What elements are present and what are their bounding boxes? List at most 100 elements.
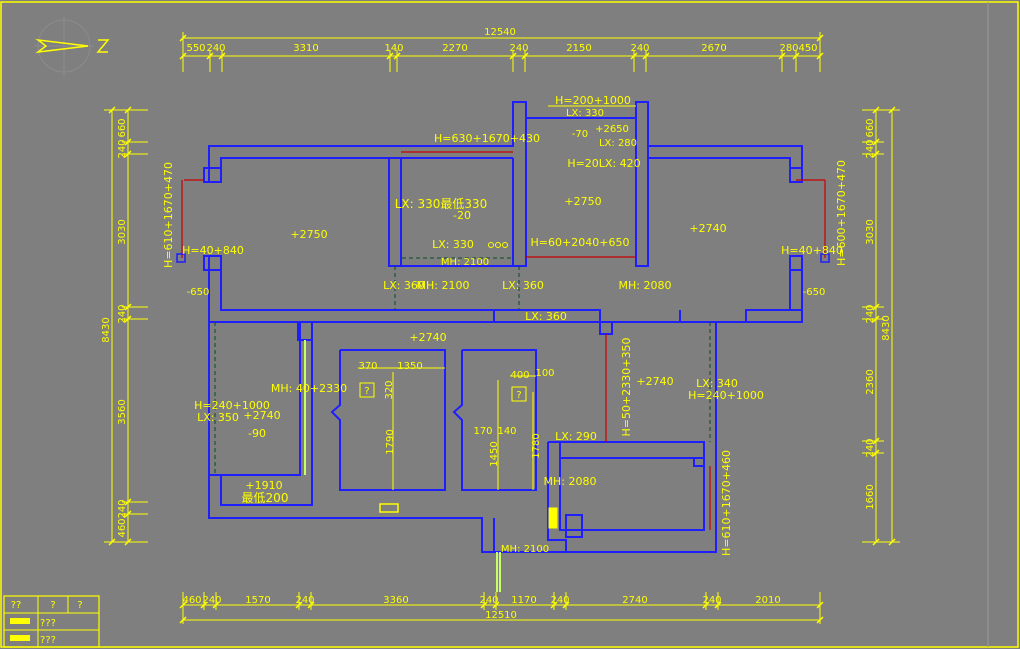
- label-minus650-left: -650: [187, 287, 210, 298]
- label-370: 370: [358, 361, 377, 372]
- dim-right-seg: 2360: [865, 369, 876, 394]
- legend-header: ?: [50, 600, 55, 611]
- label-lx330-min: LX: 330最低330: [395, 197, 488, 211]
- dim-top-seg: 2150: [566, 43, 591, 54]
- label-lx: LX: 330: [566, 108, 604, 119]
- label-h-240-right: H=240+1000: [688, 389, 764, 402]
- dim-right-seg: 3030: [865, 219, 876, 244]
- plan-annotations: H=200+1000 LX: 330 H=630+1670+430 -70 +2…: [162, 94, 848, 556]
- dim-right-seg: 1660: [865, 484, 876, 509]
- label-mh-2080-b: MH: 2080: [544, 475, 597, 488]
- label-lx-280: LX: 280: [599, 138, 637, 149]
- door-lines: [304, 340, 558, 592]
- dim-right-seg: 240: [865, 438, 876, 457]
- label-q: ?: [364, 386, 369, 397]
- dim-top-seg: 240: [630, 43, 649, 54]
- dim-bottom-seg: 240: [295, 595, 314, 606]
- label-minus90: -90: [248, 427, 266, 440]
- label-plus1910: +1910: [245, 479, 282, 492]
- label-plus2740: +2740: [689, 222, 726, 235]
- legend-table: ?? ? ? ??? ???: [3, 595, 100, 648]
- dim-top-seg: 2670: [701, 43, 726, 54]
- label-mh-2100-b: MH: 2100: [417, 279, 470, 292]
- legend-swatch: [10, 635, 30, 641]
- dim-bottom-total: 12510: [485, 610, 517, 621]
- fixture-dots: [488, 242, 508, 248]
- dim-top-seg: 140: [384, 43, 403, 54]
- legend-row-label: ???: [40, 618, 56, 629]
- label-mh-2080: MH: 2080: [619, 279, 672, 292]
- dim-top-seg: 280: [779, 43, 798, 54]
- label-plus2740-b: +2740: [409, 331, 446, 344]
- dim-top-seg: 450: [798, 43, 817, 54]
- dim-bottom-seg: 1570: [245, 595, 270, 606]
- label-h-610-right: H=610+1670+460: [720, 450, 733, 556]
- label-h-40-840: H=40+840: [182, 244, 244, 257]
- label-h-left: H=610+1670+470: [162, 162, 175, 268]
- label-h-top: H=200+1000: [555, 94, 631, 107]
- dim-top-seg: 2270: [442, 43, 467, 54]
- annotation-leaders: [358, 367, 536, 490]
- label-lx-350: LX: 350: [197, 411, 239, 424]
- bottom-dimension-chain: 460 240 1570 240 3360 240 1170 240 2740 …: [179, 592, 824, 624]
- dim-bottom-seg: 240: [702, 595, 721, 606]
- label-lx-340: LX: 340: [696, 377, 738, 390]
- dim-bottom-seg: 1170: [511, 595, 536, 606]
- dim-left-seg: 240: [117, 139, 128, 158]
- label-lx330-b: LX: 330: [432, 238, 474, 251]
- label-minus70: -70: [572, 129, 588, 140]
- label-h-50: H=50+2330+350: [620, 338, 633, 437]
- label-mh-2100-c: MH: 2100: [501, 544, 549, 555]
- legend-header: ?: [77, 600, 82, 611]
- dim-top-seg: 240: [509, 43, 528, 54]
- label-mh-40: MH: 40+2330: [271, 382, 347, 395]
- label-plus2650: +2650: [595, 124, 629, 135]
- dim-top-seg: 240: [206, 43, 225, 54]
- dim-right-seg: 660: [865, 118, 876, 137]
- walls: [203, 101, 803, 553]
- dim-right-seg: 240: [865, 304, 876, 323]
- label-140: 140: [497, 426, 516, 437]
- legend-row-label: ???: [40, 635, 56, 646]
- dim-bottom-seg: 240: [550, 595, 569, 606]
- dim-bottom-seg: 2010: [755, 595, 780, 606]
- dim-bottom-seg: 2740: [622, 595, 647, 606]
- fixture-box: [359, 382, 375, 398]
- window-lines: [176, 151, 830, 530]
- label-plus2740-d: +2740: [636, 375, 673, 388]
- right-dimension-chain: 660 240 3030 240 2360 240 1660 8430: [862, 106, 900, 546]
- label-lx-360-b: LX: 360: [502, 279, 544, 292]
- label-lx-360-c: LX: 360: [525, 310, 567, 323]
- label-h-60: H=60+2040+650: [531, 236, 630, 249]
- fixture-box: [511, 386, 527, 402]
- left-dimension-chain: 8430 660 240 3030 240 3560 240 460: [101, 106, 148, 546]
- dim-top-seg: 550: [186, 43, 205, 54]
- dim-left-seg: 3030: [117, 219, 128, 244]
- north-arrow-icon: [34, 16, 110, 76]
- dim-bottom-seg: 240: [202, 595, 221, 606]
- dim-left-seg: 460: [117, 518, 128, 537]
- dim-left-seg: 3560: [117, 399, 128, 424]
- dim-left-total: 8430: [101, 317, 112, 342]
- label-100: 100: [535, 368, 554, 379]
- dim-right-seg: 240: [865, 139, 876, 158]
- label-h-right: H=600+1670+470: [835, 160, 848, 266]
- label-h-630: H=630+1670+430: [434, 132, 540, 145]
- label-1350: 1350: [397, 361, 422, 372]
- label-minus20: -20: [453, 209, 471, 222]
- label-plus2750: +2750: [290, 228, 327, 241]
- dim-left-seg: 240: [117, 499, 128, 518]
- dim-left-seg: 240: [117, 304, 128, 323]
- label-1790: 1790: [385, 429, 396, 454]
- dim-right-total: 8430: [881, 315, 892, 340]
- label-1450: 1450: [489, 441, 500, 466]
- label-lx-290: LX: 290: [555, 430, 597, 443]
- top-dimension-chain: 12540 550 240 3310 140 2270 240 2150 240…: [179, 27, 824, 72]
- dim-bottom-seg: 460: [182, 595, 201, 606]
- dashed-guides: [214, 257, 711, 475]
- label-min200: 最低200: [242, 491, 289, 505]
- legend-header: ??: [11, 600, 22, 611]
- label-h-240: H=240+1000: [194, 399, 270, 412]
